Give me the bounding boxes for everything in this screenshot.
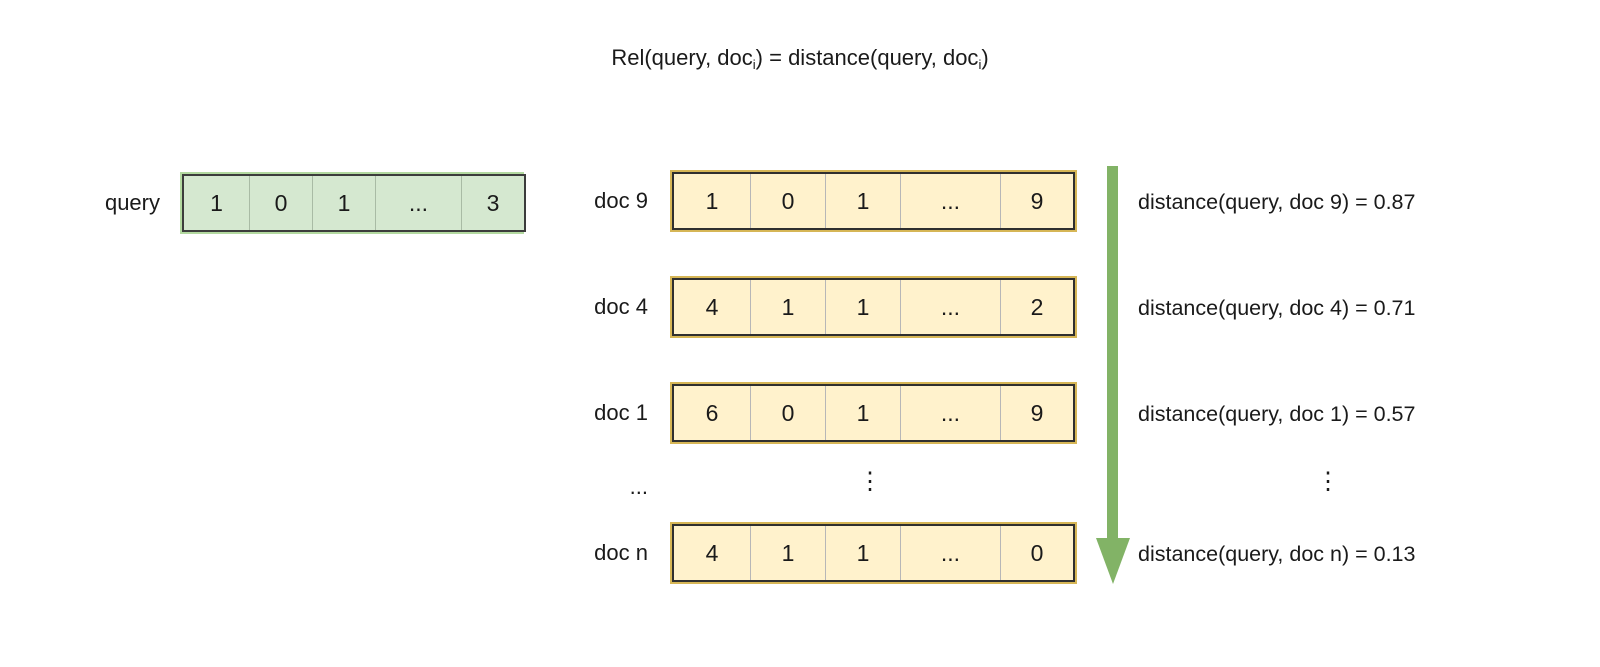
query-cell-3: ... <box>376 176 462 230</box>
doc-label-1: doc 4 <box>594 294 648 319</box>
query-cell-2: 1 <box>313 176 376 230</box>
doc-vector-box-2: 6 0 1 ... 9 <box>670 382 1077 444</box>
doc-2-cell-2: 1 <box>826 386 901 440</box>
doc-0-cell-0: 1 <box>674 174 751 228</box>
formula-title: Rel(query, doci) = distance(query, doci) <box>0 45 1600 72</box>
doc-1-cell-2: 1 <box>826 280 901 334</box>
query-cell-0: 1 <box>184 176 250 230</box>
formula-subscript-1: i <box>752 57 756 72</box>
query-cell-4: 3 <box>462 176 524 230</box>
doc-0-cell-1: 0 <box>751 174 826 228</box>
query-vector-row: query 1 0 1 ... 3 <box>60 172 526 234</box>
query-cell-1: 0 <box>250 176 313 230</box>
doc-list-vertical-ellipsis: ⋮ <box>858 468 882 495</box>
doc-2-cell-4: 9 <box>1001 386 1073 440</box>
doc-1-cell-1: 1 <box>751 280 826 334</box>
doc-label-2: doc 1 <box>594 400 648 425</box>
doc-1-cell-0: 4 <box>674 280 751 334</box>
distance-label-doc-9: distance(query, doc 9) = 0.87 <box>1138 190 1416 214</box>
distance-label-doc-n: distance(query, doc n) = 0.13 <box>1138 542 1416 566</box>
doc-3-cell-0: 4 <box>674 526 751 580</box>
doc-2-cell-3: ... <box>901 386 1001 440</box>
ranking-arrow-icon <box>1096 166 1130 584</box>
doc-0-cell-2: 1 <box>826 174 901 228</box>
doc-vector-box-0: 1 0 1 ... 9 <box>670 170 1077 232</box>
formula-suffix: ) <box>981 45 989 70</box>
doc-vector-box-3: 4 1 1 ... 0 <box>670 522 1077 584</box>
doc-0-cell-4: 9 <box>1001 174 1073 228</box>
doc-vector-row: doc 1 6 0 1 ... 9 <box>548 382 1077 444</box>
query-vector-box: 1 0 1 ... 3 <box>180 172 526 234</box>
doc-1-cell-3: ... <box>901 280 1001 334</box>
doc-vector-box-1: 4 1 1 ... 2 <box>670 276 1077 338</box>
doc-label-3: doc n <box>594 540 648 565</box>
formula-prefix: Rel(query, doc <box>611 45 753 70</box>
doc-0-cell-3: ... <box>901 174 1001 228</box>
query-label: query <box>104 190 160 215</box>
formula-middle: ) = distance(query, doc <box>755 45 979 70</box>
formula-subscript-2: i <box>978 57 982 72</box>
doc-3-cell-1: 1 <box>751 526 826 580</box>
doc-2-cell-1: 0 <box>751 386 826 440</box>
doc-1-cell-4: 2 <box>1001 280 1073 334</box>
doc-2-cell-0: 6 <box>674 386 751 440</box>
doc-3-cell-3: ... <box>901 526 1001 580</box>
doc-vector-row: doc n 4 1 1 ... 0 <box>548 522 1077 584</box>
doc-3-cell-2: 1 <box>826 526 901 580</box>
doc-list-ellipsis-label: ... <box>629 474 648 499</box>
doc-vector-row: doc 4 4 1 1 ... 2 <box>548 276 1077 338</box>
doc-3-cell-4: 0 <box>1001 526 1073 580</box>
doc-label-0: doc 9 <box>594 188 648 213</box>
distance-list-vertical-ellipsis: ⋮ <box>1316 468 1340 495</box>
distance-label-doc-4: distance(query, doc 4) = 0.71 <box>1138 296 1416 320</box>
doc-vector-row: doc 9 1 0 1 ... 9 <box>548 170 1077 232</box>
distance-label-doc-1: distance(query, doc 1) = 0.57 <box>1138 402 1416 426</box>
